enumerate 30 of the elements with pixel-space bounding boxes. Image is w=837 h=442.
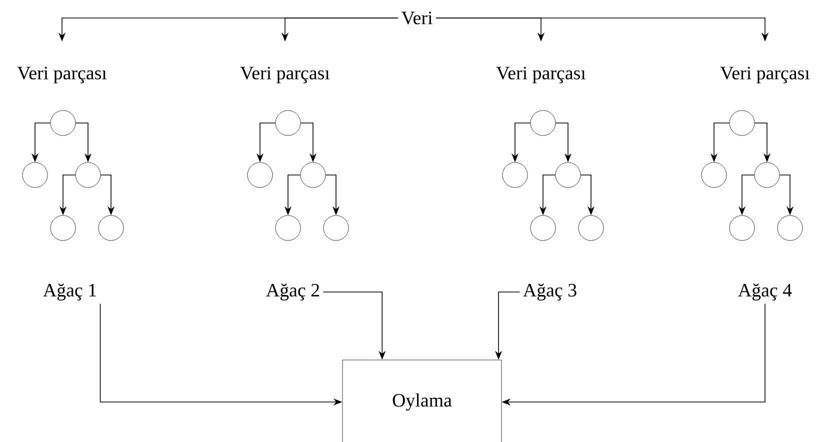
node-label: Veri	[401, 12, 432, 24]
tree-node-circle	[729, 215, 755, 241]
tree-node-circle	[530, 215, 556, 241]
tree-node-circle	[502, 162, 528, 188]
node-label: Veri parçası	[240, 66, 330, 84]
tree-node-circle	[75, 162, 101, 188]
tree-node-circle	[275, 215, 301, 241]
tree-node-circle	[50, 110, 76, 136]
node-label: Ağaç 1	[43, 284, 96, 300]
tree-node-circle	[300, 162, 326, 188]
tree-node-circle	[275, 110, 301, 136]
node-label: Veri parçası	[17, 66, 107, 84]
process-box: Oylama	[342, 360, 502, 442]
node-label: Veri parçası	[720, 66, 810, 84]
tree-node-circle	[754, 162, 780, 188]
tree-node-circle	[22, 162, 48, 188]
tree-node-circle	[777, 215, 803, 241]
tree-node-circle	[701, 162, 727, 188]
tree-node-circle	[247, 162, 273, 188]
tree-node-circle	[98, 215, 124, 241]
tree-node-circle	[50, 215, 76, 241]
node-label: Ağaç 3	[523, 284, 576, 300]
tree-node-circle	[323, 215, 349, 241]
node-label: Ağaç 2	[266, 284, 320, 300]
tree-node-circle	[555, 162, 581, 188]
node-label: Veri parçası	[496, 66, 586, 84]
tree-node-circle	[530, 110, 556, 136]
tree-node-circle	[578, 215, 604, 241]
tree-node-circle	[729, 110, 755, 136]
node-label: Ağaç 4	[738, 284, 792, 300]
